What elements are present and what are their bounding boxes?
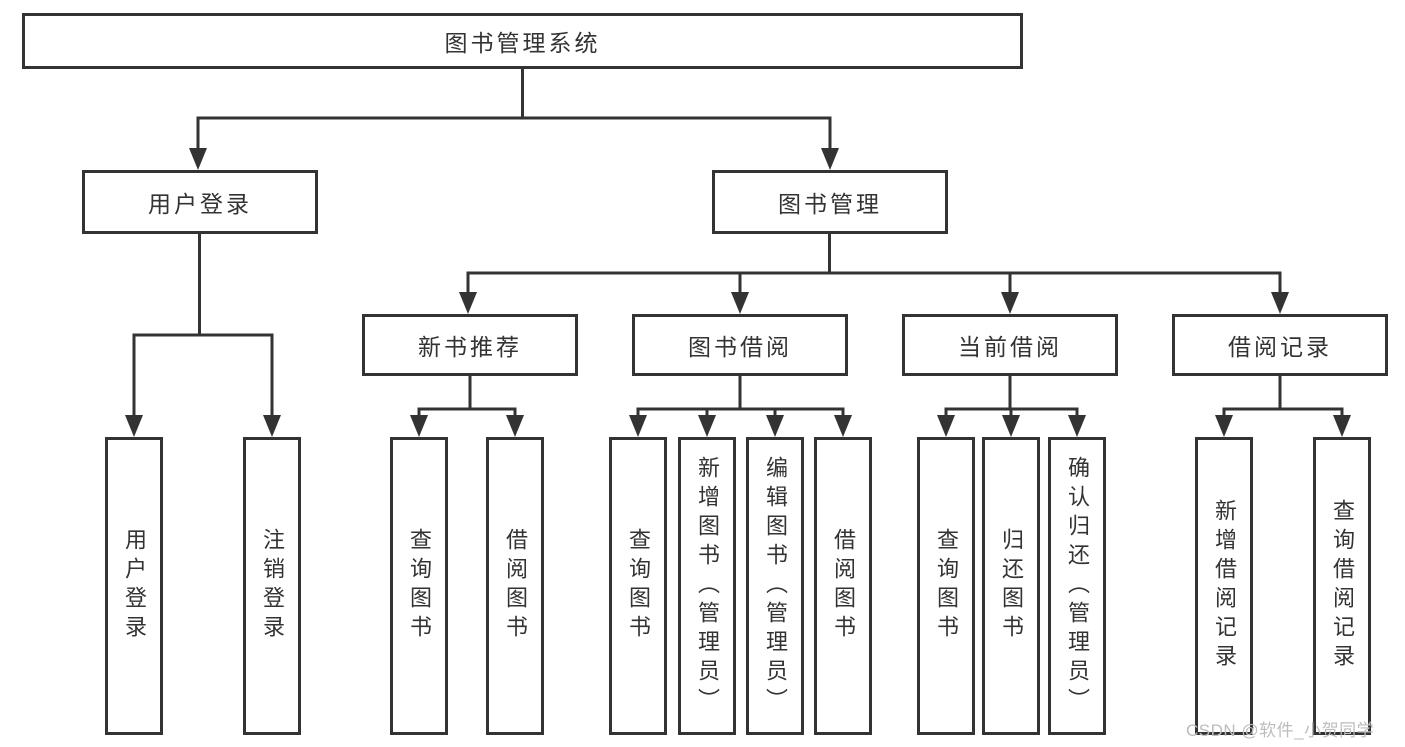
leaf-current-query-book: 查询图书 xyxy=(917,437,975,735)
leaf-edit-book-admin-label: 编辑图书（管理员） xyxy=(763,455,788,717)
node-borrow-records: 借阅记录 xyxy=(1172,314,1388,376)
leaf-return-book: 归还图书 xyxy=(982,437,1040,735)
node-new-book-recommend: 新书推荐 xyxy=(362,314,578,376)
leaf-logout-label: 注销登录 xyxy=(260,528,285,644)
node-new-book-recommend-label: 新书推荐 xyxy=(418,334,522,360)
leaf-user-login: 用户登录 xyxy=(105,437,163,735)
leaf-newbooks-borrow-book: 借阅图书 xyxy=(486,437,544,735)
node-book-borrow-label: 图书借阅 xyxy=(688,334,792,360)
leaf-borrow-book: 借阅图书 xyxy=(814,437,872,735)
leaf-newbooks-query-book: 查询图书 xyxy=(390,437,448,735)
node-user-login: 用户登录 xyxy=(82,170,318,234)
leaf-add-borrow-record-label: 新增借阅记录 xyxy=(1212,499,1237,673)
node-root-label: 图书管理系统 xyxy=(444,30,601,56)
leaf-newbooks-query-book-label: 查询图书 xyxy=(407,528,432,644)
node-book-management-label: 图书管理 xyxy=(778,191,882,217)
leaf-add-book-admin-label: 新增图书（管理员） xyxy=(695,455,720,717)
leaf-add-borrow-record: 新增借阅记录 xyxy=(1195,437,1253,735)
node-book-management: 图书管理 xyxy=(712,170,948,234)
node-current-borrow: 当前借阅 xyxy=(902,314,1118,376)
node-current-borrow-label: 当前借阅 xyxy=(958,334,1062,360)
leaf-borrow-query-book-label: 查询图书 xyxy=(626,528,651,644)
leaf-confirm-return-admin-label: 确认归还（管理员） xyxy=(1065,455,1090,717)
leaf-logout: 注销登录 xyxy=(243,437,301,735)
leaf-return-book-label: 归还图书 xyxy=(999,528,1024,644)
node-root: 图书管理系统 xyxy=(22,13,1023,69)
leaf-borrow-book-label: 借阅图书 xyxy=(831,528,856,644)
leaf-query-borrow-record: 查询借阅记录 xyxy=(1313,437,1371,735)
leaf-add-book-admin: 新增图书（管理员） xyxy=(678,437,736,735)
node-borrow-records-label: 借阅记录 xyxy=(1228,334,1332,360)
node-user-login-label: 用户登录 xyxy=(148,191,252,217)
leaf-newbooks-borrow-book-label: 借阅图书 xyxy=(503,528,528,644)
leaf-user-login-label: 用户登录 xyxy=(122,528,147,644)
node-book-borrow: 图书借阅 xyxy=(632,314,848,376)
leaf-confirm-return-admin: 确认归还（管理员） xyxy=(1048,437,1106,735)
leaf-current-query-book-label: 查询图书 xyxy=(934,528,959,644)
leaf-edit-book-admin: 编辑图书（管理员） xyxy=(746,437,804,735)
leaf-query-borrow-record-label: 查询借阅记录 xyxy=(1330,499,1355,673)
csdn-watermark: CSDN @软件_小贺同学 xyxy=(1186,721,1375,740)
leaf-borrow-query-book: 查询图书 xyxy=(609,437,667,735)
